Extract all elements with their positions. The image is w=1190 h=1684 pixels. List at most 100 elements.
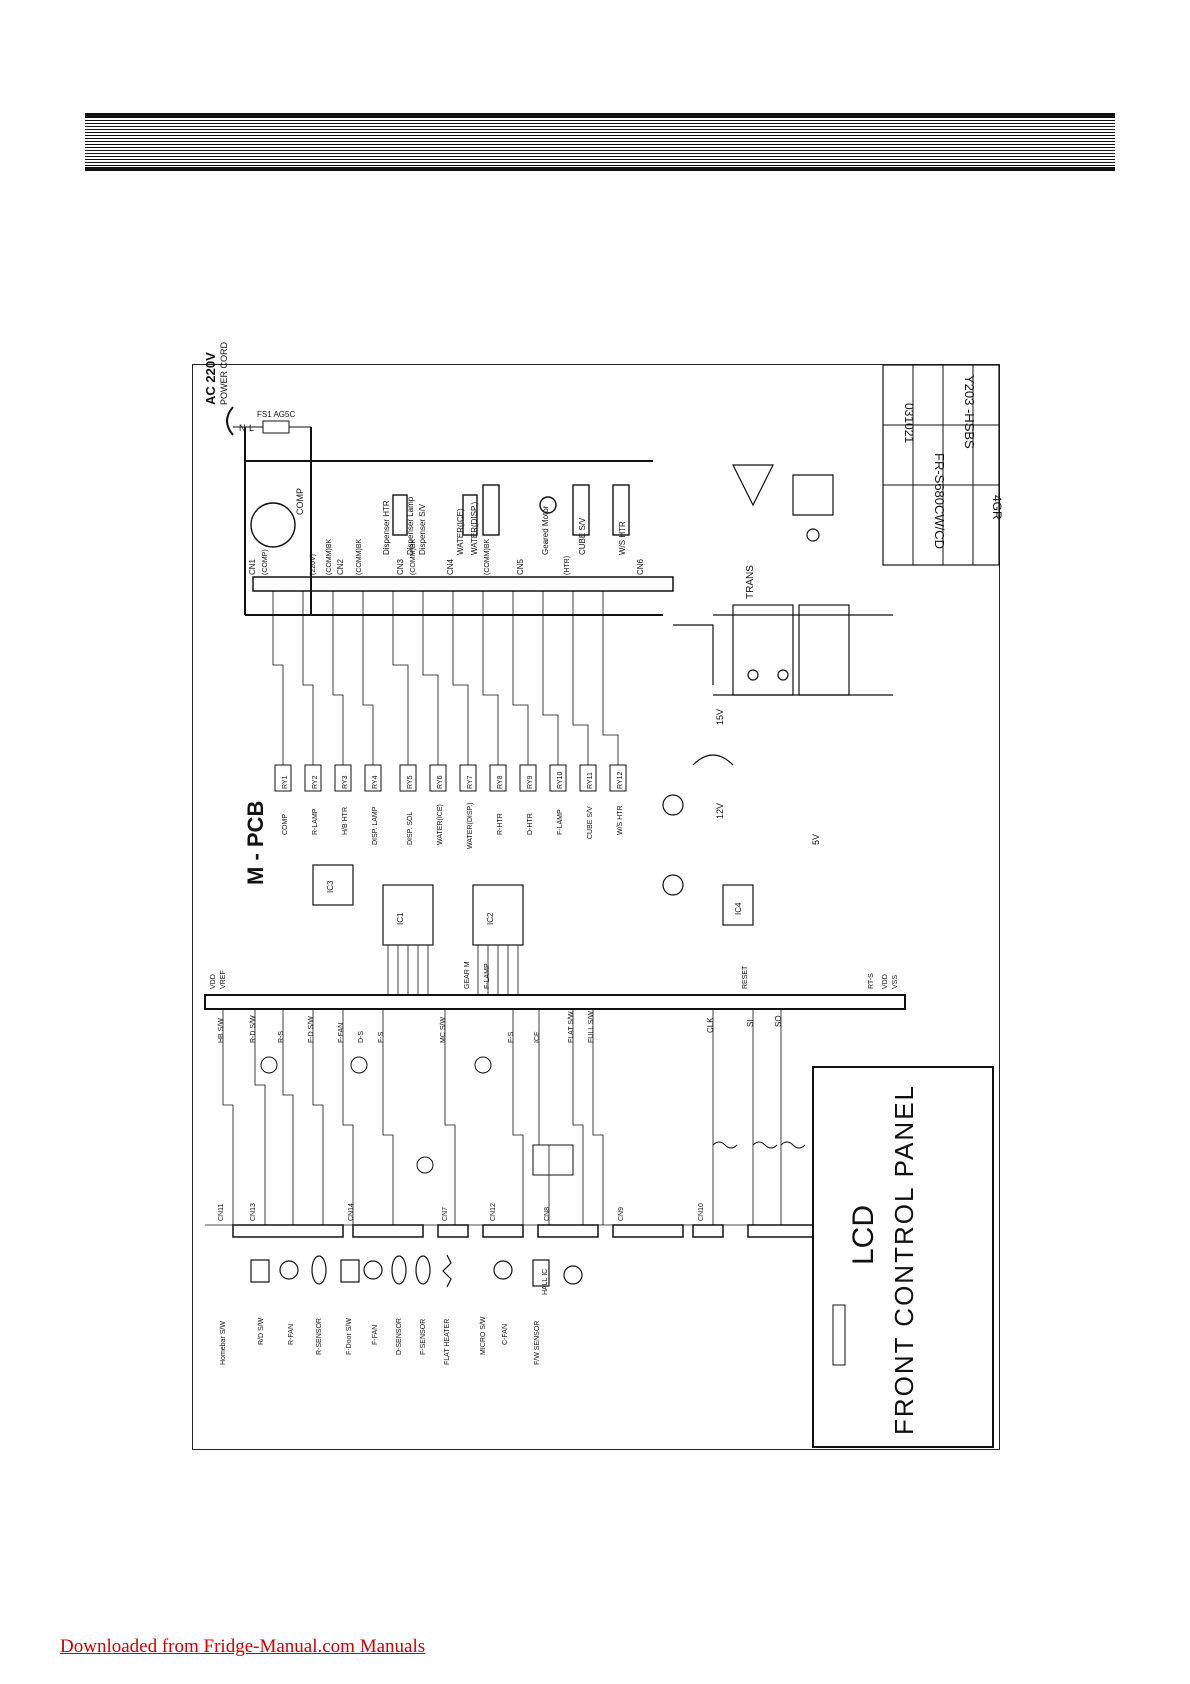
dev-4: F-Door S/W [346, 1318, 353, 1355]
relay-3: RY3 [342, 775, 349, 789]
lcn-0: CN11 [218, 1204, 225, 1221]
lower-components [260, 1056, 806, 1176]
pin-5: F-D S/W [308, 1016, 315, 1043]
pin-8: F-S [378, 1031, 385, 1043]
ac-power-label: AC 220V [203, 352, 218, 405]
dev-0: Homebar S/W [220, 1321, 227, 1365]
board-label: M - PCB [243, 801, 268, 885]
left-device-symbols [250, 1254, 583, 1288]
pin-r1: VDD [882, 974, 889, 989]
voltage-15v: 15V [715, 709, 725, 725]
ic3: IC3 [326, 880, 335, 893]
relay-load-labels: COMP R-LAMP H/B HTR DISP. LAMP DISP. SOL… [282, 802, 624, 849]
cn3: CN3 [396, 558, 405, 575]
lcn-4: CN12 [490, 1203, 497, 1221]
relay-load-2: H/B HTR [342, 807, 349, 835]
ic1: IC1 [396, 912, 405, 925]
title-date: 031021 [902, 403, 916, 443]
relay-2: RY2 [312, 775, 319, 789]
relay-6: RY6 [437, 775, 444, 789]
pin-3: R-D S/W [250, 1015, 257, 1043]
cn4: CN4 [446, 558, 455, 575]
relay-4: RY4 [372, 775, 379, 789]
dev-10: C-FAN [502, 1324, 509, 1345]
pin-9: MC S/W [440, 1017, 447, 1043]
cn6: CN6 [636, 558, 645, 575]
load-top-0: Dispenser HTR [382, 500, 391, 555]
pin-10: GEAR M [464, 961, 471, 989]
relay-load-4: DISP. SOL [407, 812, 414, 845]
relay-1: RY1 [282, 775, 289, 789]
relay-wiring [272, 591, 619, 765]
page-header-bar [85, 113, 1115, 171]
pin-7: D-S [358, 1031, 365, 1043]
lcn-7: CN10 [698, 1203, 705, 1221]
cn-label-5: (COMM)BK [484, 539, 491, 575]
pin-13: F-S [508, 1031, 515, 1043]
load-comp: COMP [295, 488, 305, 515]
cn-label-0: (COMP) [262, 549, 269, 575]
pin-0: HB S/W [218, 1018, 225, 1043]
front-control-panel: LCD FRONT CONTROL PANEL [812, 1066, 994, 1448]
ac-power-sublabel: POWER CORD [219, 341, 229, 405]
relay-load-8: D-HTR [527, 813, 534, 835]
relay-10: RY10 [557, 772, 564, 789]
pin-r0: RESET [742, 965, 749, 989]
lcn-6: CN9 [618, 1207, 625, 1221]
micom-pin-labels: HB S/W VDD VREF R-D S/W R-S F-D S/W F-FA… [210, 961, 899, 1043]
title-code: 4GR [990, 495, 1004, 520]
left-connector-strip: CN11 CN13 CN14 CN7 CN12 CN8 CN9 CN10 [218, 1203, 859, 1238]
load-top-5: Geared Motor [541, 505, 550, 555]
load-top-2: Dispenser S/V [418, 503, 427, 555]
cn2: CN2 [336, 558, 345, 575]
pin-14: FLAT S/W [568, 1011, 575, 1043]
fcp-title: FRONT CONTROL PANEL [889, 1084, 919, 1435]
pin-2: VREF [220, 970, 227, 989]
power-bus [244, 427, 663, 616]
relay-12: RY12 [617, 772, 624, 789]
dev-3: R-SENSOR [316, 1318, 323, 1355]
relay-load-0: COMP [282, 814, 289, 835]
relay-11: RY11 [587, 772, 594, 789]
pin-18: SO [774, 1015, 783, 1027]
pin-11: F-LAMP [484, 963, 491, 989]
pin-1: VDD [210, 974, 217, 989]
cn1: CN1 [248, 558, 257, 575]
dev-11: F/W SENSOR [534, 1321, 541, 1365]
fcp-lcd: LCD [847, 1205, 880, 1265]
cn-label-2: (COMM)BK [326, 539, 333, 575]
relay-9: RY9 [527, 775, 534, 789]
dev-9: MICRO S/W [480, 1316, 487, 1355]
circuit-diagram: 031021 FR-S680CW/CD Y203 -HSBS 4GR AC 22… [203, 341, 1004, 1448]
relay-load-10: CUBE S/V [587, 806, 594, 839]
ac-power-input: AC 220V POWER CORD N L FS1 AG5C [203, 341, 311, 436]
dev-2: R-FAN [288, 1324, 295, 1345]
lcn-5: CN8 [544, 1207, 551, 1221]
voltage-12v: 12V [715, 803, 725, 819]
relay-load-1: R-LAMP [312, 808, 319, 835]
relay-8: RY8 [497, 775, 504, 789]
ic4: IC4 [734, 902, 743, 915]
top-load-labels: Dispenser HTR Dispenser Lamp Dispenser S… [382, 496, 627, 555]
relay-load-7: R-HTR [497, 813, 504, 835]
cn-label-1: (220V) [310, 554, 317, 575]
pin-6: F-FAN [338, 1023, 345, 1043]
relay-5: RY5 [407, 775, 414, 789]
title-block: 031021 FR-S680CW/CD Y203 -HSBS 4GR [882, 364, 1004, 566]
load-top-4: WATER(DISP.) [470, 501, 479, 555]
title-drawing-no: Y203 -HSBS [962, 375, 977, 449]
relay-load-9: F-LAMP [557, 809, 564, 835]
power-supply [662, 464, 893, 896]
title-model: FR-S680CW/CD [932, 453, 947, 549]
top-loads: COMP [250, 484, 630, 548]
relay-load-3: DISP. LAMP [372, 806, 379, 845]
load-top-1: Dispenser Lamp [406, 496, 415, 555]
pin-4: R-S [278, 1031, 285, 1043]
cn-label-3: (COMM)BK [356, 539, 363, 575]
dev-5: F-FAN [372, 1325, 379, 1345]
dev-1: R/D S/W [258, 1317, 265, 1345]
cn5: CN5 [516, 558, 525, 575]
footer-download-link[interactable]: Downloaded from Fridge-Manual.com Manual… [60, 1636, 426, 1657]
dev-8: FLAT HEATER [444, 1319, 451, 1365]
fuse-label: FS1 AG5C [257, 410, 295, 419]
